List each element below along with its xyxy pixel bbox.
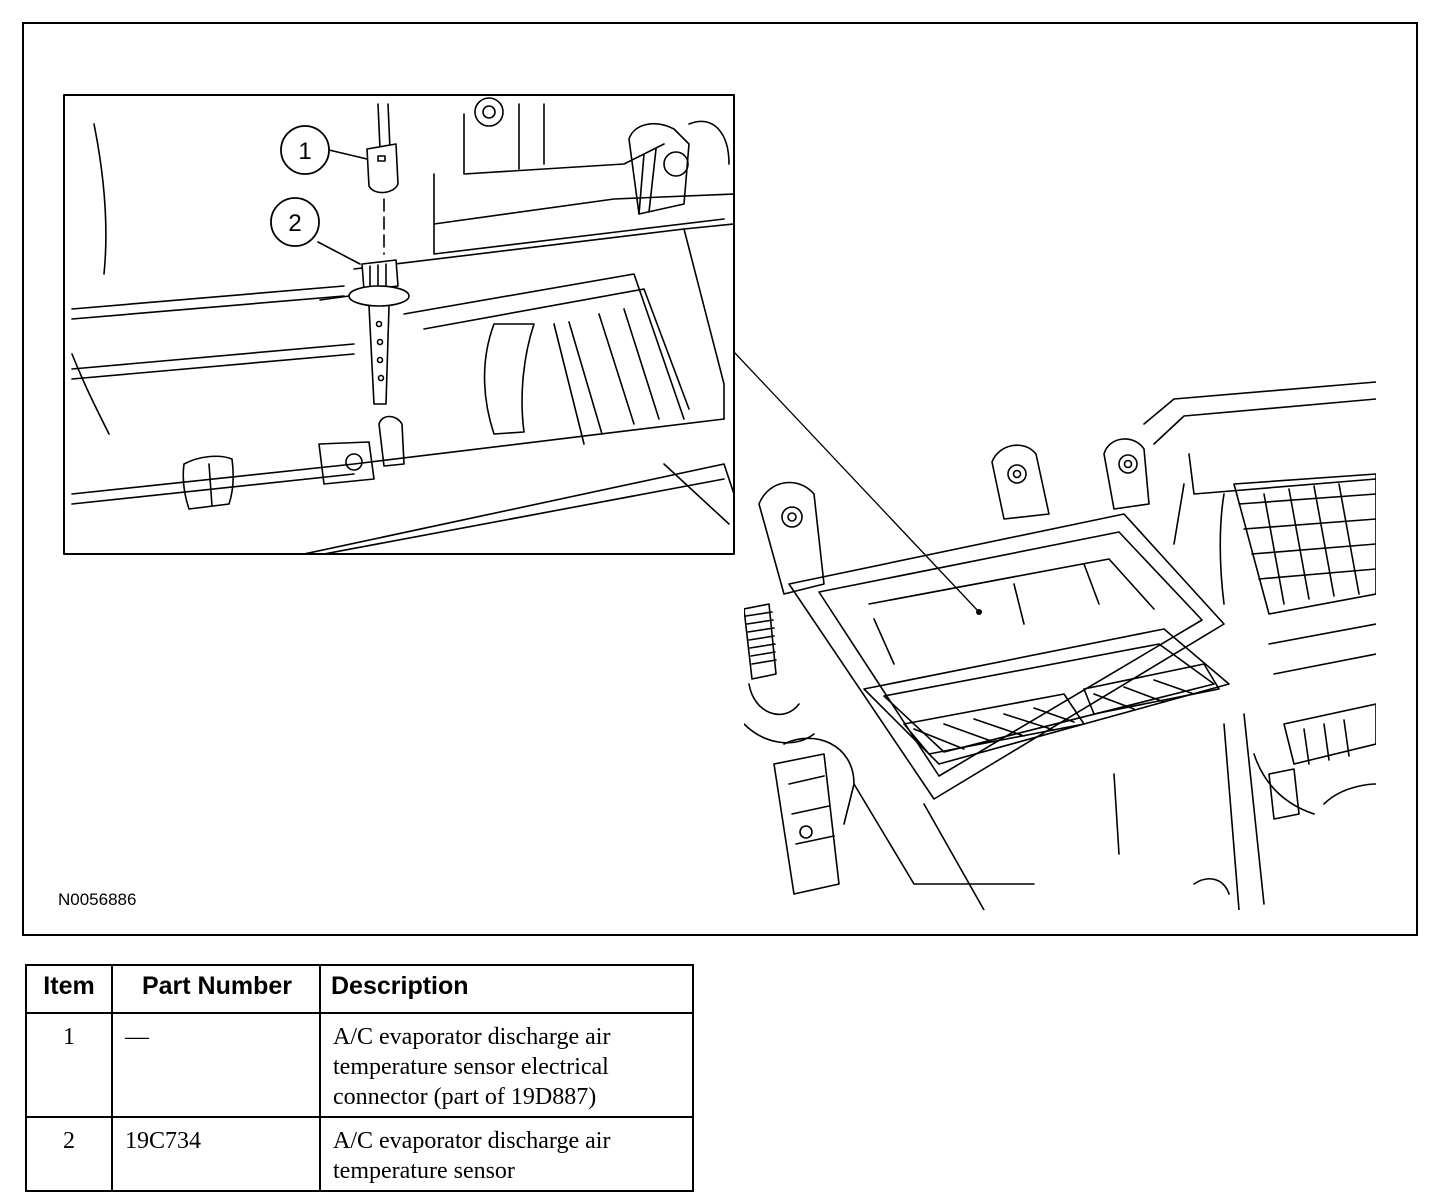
row-part-number: — — [111, 1012, 321, 1118]
detail-leader-line — [733, 351, 980, 613]
row-part-number: 19C734 — [111, 1116, 321, 1192]
table-header-row: Item Part Number Description — [25, 964, 694, 1014]
parts-table: Item Part Number Description 1 — A/C eva… — [25, 964, 694, 1192]
header-description: Description — [319, 964, 694, 1014]
header-part-number: Part Number — [111, 964, 321, 1014]
figure-id: N0056886 — [58, 890, 137, 909]
row-item: 1 — [25, 1012, 113, 1118]
row-item: 2 — [25, 1116, 113, 1192]
row-description: A/C evaporator discharge air temperature… — [319, 1012, 694, 1118]
row-description: A/C evaporator discharge air temperature… — [319, 1116, 694, 1192]
table-row: 2 19C734 A/C evaporator discharge air te… — [25, 1116, 694, 1192]
header-item: Item — [25, 964, 113, 1014]
hvac-assembly-main-view — [744, 381, 1376, 910]
temperature-sensor — [319, 259, 410, 405]
inset-housing-drawing — [71, 97, 733, 553]
table-row: 1 — A/C evaporator discharge air tempera… — [25, 1012, 694, 1118]
callout-1-label: 1 — [298, 138, 311, 165]
callout-2-label: 2 — [288, 210, 301, 237]
detail-inset — [63, 94, 735, 555]
electrical-connector — [366, 143, 399, 194]
diagram-illustration: 1 2 — [63, 94, 1376, 910]
callout-2-marker — [270, 197, 320, 247]
figure-frame: 1 2 N0056886 — [22, 22, 1418, 936]
callout-1-marker — [280, 125, 330, 175]
